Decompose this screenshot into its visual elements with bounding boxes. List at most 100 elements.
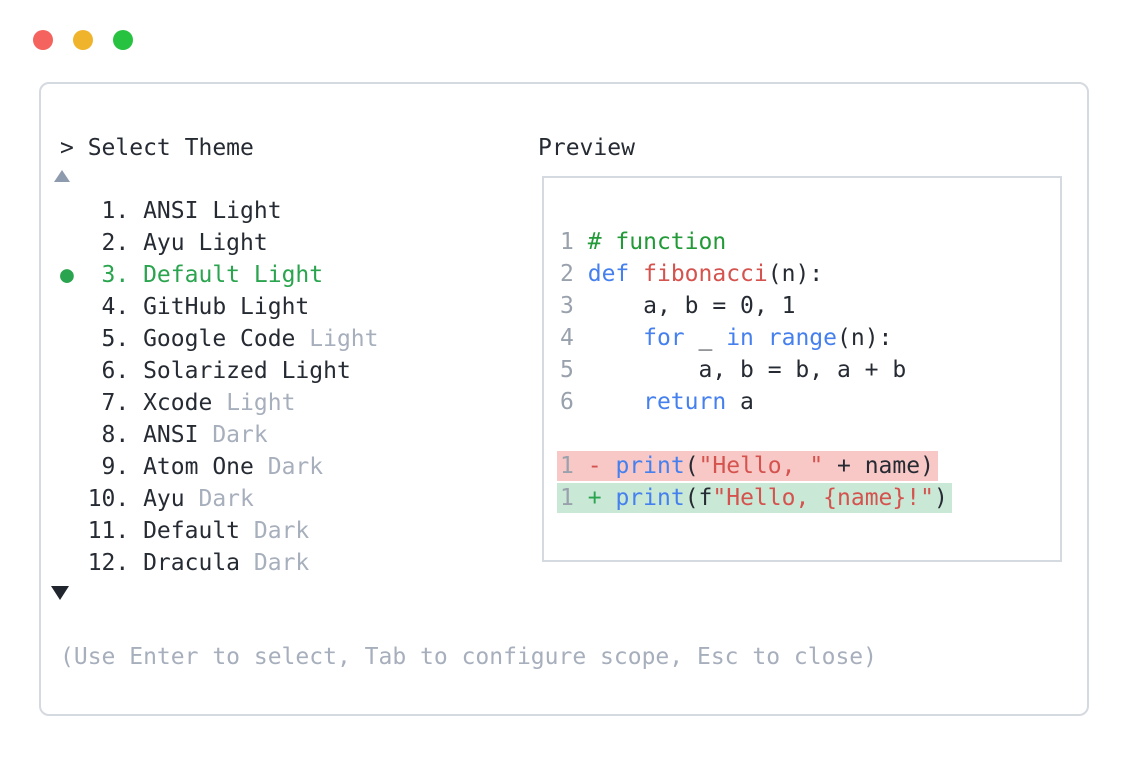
code-line: 2 def fibonacci(n): <box>560 258 1060 290</box>
theme-name: Ayu <box>143 230 185 256</box>
theme-item-6[interactable]: 6. Solarized Light <box>60 355 379 387</box>
code-line: 4 for _ in range(n): <box>560 322 1060 354</box>
theme-name: Ayu <box>143 486 185 512</box>
code-token: a, b = 0, 1 <box>587 293 796 319</box>
theme-name: Atom One <box>143 454 254 480</box>
line-number: 4 <box>560 325 574 351</box>
theme-item-9[interactable]: 9. Atom One Dark <box>60 451 379 483</box>
code-token <box>629 261 643 287</box>
preview-title: Preview <box>538 135 635 161</box>
theme-item-10[interactable]: 10. Ayu Dark <box>60 483 379 515</box>
theme-variant: Dark <box>212 422 268 448</box>
theme-name: Default <box>143 262 241 288</box>
diff-line-added: 1 + print(f"Hello, {name}!") <box>557 482 1060 514</box>
scroll-up-icon <box>54 170 70 182</box>
code-token: ( <box>684 453 699 479</box>
theme-variant: Light <box>281 358 351 384</box>
code-token: for <box>643 325 685 351</box>
theme-name: Dracula <box>143 550 241 576</box>
zoom-button-icon[interactable] <box>113 30 133 50</box>
theme-item-7[interactable]: 7. Xcode Light <box>60 387 379 419</box>
theme-number: 4 <box>101 294 116 320</box>
minimize-button-icon[interactable] <box>73 30 93 50</box>
theme-variant: Dark <box>253 518 310 544</box>
close-button-icon[interactable] <box>33 30 53 50</box>
code-token: fibonacci <box>643 261 768 287</box>
theme-number: 8 <box>101 422 116 448</box>
code-token: return <box>643 389 727 415</box>
line-number: 1 <box>560 453 574 479</box>
code-token: "Hello, " <box>698 453 824 479</box>
code-token: (f <box>684 485 713 511</box>
code-token <box>588 389 643 415</box>
selected-dot-icon: ● <box>60 262 74 288</box>
code-token: in <box>726 325 754 351</box>
theme-variant: Dark <box>267 454 324 480</box>
code-token: (n): <box>767 261 824 287</box>
theme-name: Solarized <box>143 358 268 384</box>
theme-item-3[interactable]: ●3. Default Light <box>60 259 379 291</box>
theme-name: Xcode <box>143 390 213 416</box>
code-token: print <box>615 485 685 511</box>
code-line: 5 a, b = b, a + b <box>560 354 1060 386</box>
code-token: + name) <box>823 453 934 479</box>
diff-line-removed: 1 - print("Hello, " + name) <box>557 450 1060 482</box>
theme-item-11[interactable]: 11. Default Dark <box>60 515 379 547</box>
theme-item-1[interactable]: 1. ANSI Light <box>60 195 379 227</box>
diff-highlight: 1 + print(f"Hello, {name}!") <box>557 483 952 513</box>
theme-name: Default <box>143 518 241 544</box>
theme-variant: Light <box>212 198 282 224</box>
theme-number: 7 <box>101 390 116 416</box>
code-token: _ <box>684 325 727 351</box>
theme-number: 6 <box>101 358 116 384</box>
diff-sign: + <box>587 485 602 511</box>
code-token: print <box>615 453 685 479</box>
theme-name: GitHub <box>143 294 227 320</box>
theme-name: ANSI <box>143 422 199 448</box>
code-line: 6 return a <box>560 386 1060 418</box>
theme-variant: Light <box>240 294 310 320</box>
code-token: (n): <box>837 325 893 351</box>
theme-number: 11 <box>87 518 116 544</box>
theme-number: 3 <box>101 262 116 288</box>
theme-number: 2 <box>101 230 116 256</box>
line-number: 3 <box>560 293 574 319</box>
line-number: 2 <box>560 261 574 287</box>
help-text: (Use Enter to select, Tab to configure s… <box>60 644 877 670</box>
line-number: 1 <box>560 229 574 255</box>
code-token: "Hello, {name}!" <box>712 485 934 511</box>
code-line: 1 # function <box>560 226 1060 258</box>
line-number: 5 <box>560 357 574 383</box>
theme-number: 12 <box>87 550 116 576</box>
theme-item-12[interactable]: 12. Dracula Dark <box>60 547 379 579</box>
line-number: 6 <box>560 389 574 415</box>
dialog-prompt: > Select Theme <box>60 135 254 161</box>
theme-name: Google Code <box>143 326 296 352</box>
theme-number: 5 <box>101 326 116 352</box>
code-token <box>754 325 768 351</box>
code-token: a <box>726 389 754 415</box>
code-token: range <box>767 325 838 351</box>
theme-item-8[interactable]: 8. ANSI Dark <box>60 419 379 451</box>
theme-variant: Light <box>226 390 296 416</box>
theme-variant: Light <box>253 262 324 288</box>
theme-item-5[interactable]: 5. Google Code Light <box>60 323 379 355</box>
theme-number: 10 <box>87 486 116 512</box>
blank-line <box>560 418 1060 450</box>
theme-number: 1 <box>101 198 116 224</box>
theme-item-4[interactable]: 4. GitHub Light <box>60 291 379 323</box>
diff-highlight: 1 - print("Hello, " + name) <box>557 451 938 481</box>
theme-item-2[interactable]: 2. Ayu Light <box>60 227 379 259</box>
code-token: ) <box>933 485 948 511</box>
scroll-down-icon[interactable] <box>51 586 69 600</box>
theme-variant: Dark <box>198 486 254 512</box>
window-controls <box>33 30 133 50</box>
line-number: 1 <box>560 485 574 511</box>
diff-sign: - <box>587 453 602 479</box>
theme-variant: Light <box>198 230 268 256</box>
